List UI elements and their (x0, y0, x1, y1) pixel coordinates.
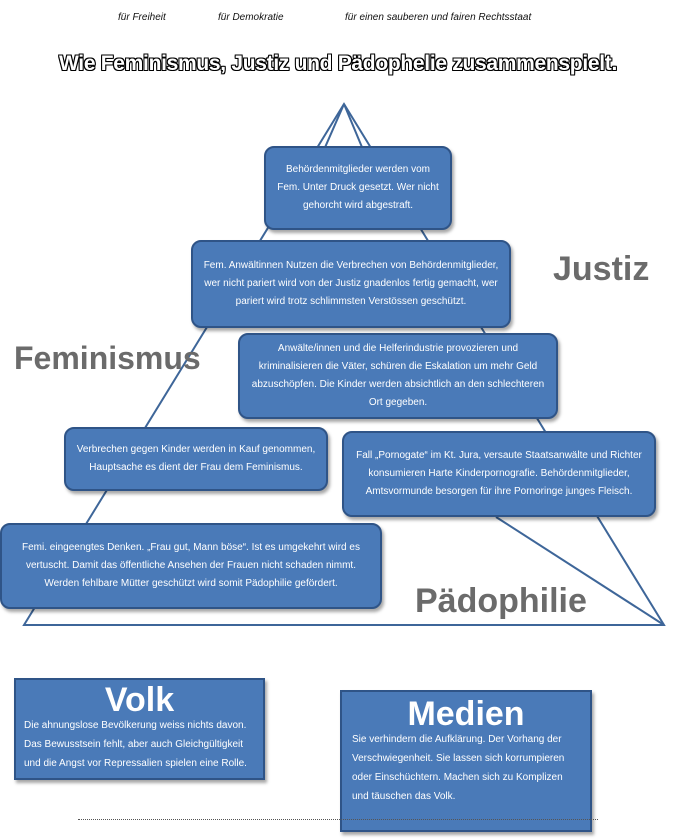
box-medien: Medien Sie verhindern die Aufklärung. De… (340, 690, 592, 832)
volk-text: Die ahnungslose Bevölkerung weiss nichts… (24, 720, 247, 769)
box-helferindustrie: Anwälte/innen und die Helferindustrie pr… (238, 333, 558, 419)
slogan-demokratie: für Demokratie (218, 12, 284, 23)
pyramid-inner-line-base (495, 516, 665, 626)
box-helferindustrie-text: Anwälte/innen und die Helferindustrie pr… (251, 343, 545, 408)
label-paedophilie: Pädophilie (415, 582, 587, 620)
box-volk: Volk Die ahnungslose Bevölkerung weiss n… (14, 678, 265, 780)
medien-title: Medien (407, 695, 525, 733)
pyramid-inner-line-left (322, 103, 345, 153)
header-slogans: für Freiheit für Demokratie für einen sa… (0, 12, 676, 28)
page-title: Wie Feminismus, Justiz und Pädophelie zu… (58, 52, 618, 75)
box-behoerden-druck-text: Behördenmitglieder werden vom Fem. Unter… (277, 164, 439, 211)
box-anwaeltinnen-text: Fem. Anwältinnen Nutzen die Verbrechen v… (203, 260, 499, 307)
footer-dotted-line (78, 819, 598, 820)
box-femi-denken: Femi. eingeengtes Denken. „Frau gut, Man… (0, 523, 382, 609)
box-femi-denken-text: Femi. eingeengtes Denken. „Frau gut, Man… (22, 542, 360, 589)
box-behoerden-druck: Behördenmitglieder werden vom Fem. Unter… (264, 146, 452, 230)
volk-title: Volk (104, 681, 175, 719)
slogan-freiheit: für Freiheit (118, 12, 166, 23)
label-justiz: Justiz (553, 250, 650, 288)
box-verbrechen-kinder: Verbrechen gegen Kinder werden in Kauf g… (64, 427, 328, 491)
medien-text: Sie verhindern die Aufklärung. Der Vorha… (352, 734, 565, 802)
box-pornogate-text: Fall „Pornogate“ im Kt. Jura, versaute S… (356, 450, 642, 497)
label-feminismus: Feminismus (14, 340, 201, 376)
box-verbrechen-kinder-text: Verbrechen gegen Kinder werden in Kauf g… (76, 444, 316, 473)
slogan-rechtsstaat: für einen sauberen und fairen Rechtsstaa… (345, 12, 532, 23)
box-pornogate: Fall „Pornogate“ im Kt. Jura, versaute S… (342, 431, 656, 517)
box-anwaeltinnen: Fem. Anwältinnen Nutzen die Verbrechen v… (191, 240, 511, 328)
pyramid-inner-line-right (343, 103, 365, 153)
